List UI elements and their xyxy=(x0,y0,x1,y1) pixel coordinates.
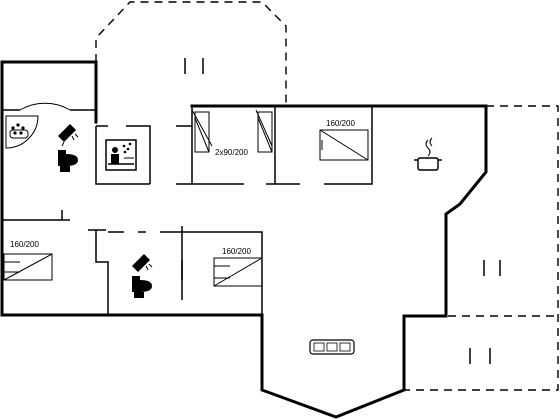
shower-icon xyxy=(132,254,153,272)
outdoor-furniture-icon xyxy=(184,58,204,74)
hot-tub-icon xyxy=(5,115,39,149)
bedroom-middle-label: 160/200 xyxy=(222,247,251,256)
sauna-icon xyxy=(105,139,137,171)
doors xyxy=(19,102,273,147)
bedroom-top-label: 160/200 xyxy=(326,119,355,128)
bunk-beds xyxy=(194,111,273,153)
exterior-walls xyxy=(0,60,488,419)
shower-icon xyxy=(58,124,79,147)
bedroom-left-label: 160/200 xyxy=(10,240,39,249)
cooking-pot-icon xyxy=(414,137,442,171)
interior-walls xyxy=(2,106,373,315)
sofa-icon xyxy=(309,339,355,355)
terrace-top-outline xyxy=(95,1,287,106)
outdoor-furniture-icon xyxy=(469,348,491,364)
double-bed xyxy=(319,129,369,161)
double-bed xyxy=(3,253,53,281)
terrace-right-outline xyxy=(404,105,559,391)
double-bed xyxy=(213,257,263,287)
single-bed xyxy=(257,111,273,153)
single-bed xyxy=(194,111,210,153)
outdoor-furniture-icon xyxy=(483,260,501,276)
bunk-room-label: 2x90/200 xyxy=(215,148,248,157)
toilet-icon xyxy=(58,150,78,172)
toilet-icon xyxy=(132,276,152,298)
